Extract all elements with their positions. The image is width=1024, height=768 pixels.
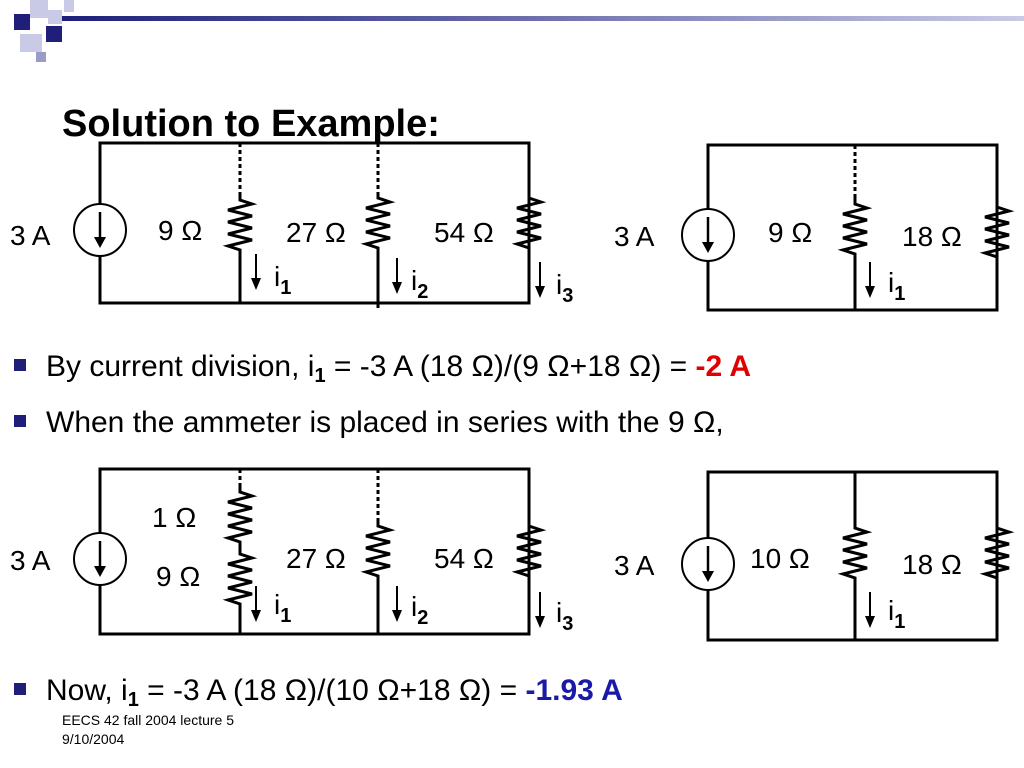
- resistor-icon: [226, 192, 254, 256]
- resistor-label: 9 Ω: [768, 217, 812, 248]
- current-subscript: 3: [562, 613, 573, 635]
- svg-text:i1: i1: [888, 267, 905, 305]
- bullet-square-icon: [14, 683, 26, 695]
- svg-text:i2: i2: [411, 591, 428, 629]
- current-subscript: 1: [894, 283, 905, 305]
- bullet-text: When the ammeter is placed in series wit…: [46, 406, 724, 439]
- resistor-icon: [364, 518, 392, 582]
- bullet-square-icon: [14, 415, 26, 427]
- current-label: i: [556, 269, 562, 300]
- resistor-label: 9 Ω: [156, 561, 200, 592]
- resistor-label: 27 Ω: [286, 543, 346, 574]
- current-arrow-icon: [392, 258, 402, 294]
- footer-date: 9/10/2004: [62, 731, 125, 747]
- resistor-label: 54 Ω: [434, 543, 494, 574]
- current-arrow-icon: [535, 592, 545, 628]
- result-value: -1.93 A: [525, 674, 623, 707]
- resistor-label: 10 Ω: [750, 543, 810, 574]
- source-label: 3 A: [614, 550, 655, 581]
- current-arrow-icon: [865, 592, 875, 628]
- deco-square-light: [30, 0, 48, 18]
- resistor-label: 18 Ω: [902, 221, 962, 252]
- svg-text:i3: i3: [556, 269, 573, 307]
- current-label: i: [411, 591, 417, 622]
- resistor-label: 18 Ω: [902, 549, 962, 580]
- circuit-top-left: 3 A 9 Ω 27 Ω 54 Ω i1 i2 i3: [10, 141, 573, 308]
- current-source-icon: [73, 203, 127, 257]
- current-subscript: 1: [894, 611, 905, 633]
- current-label: i: [888, 595, 894, 626]
- source-label: 3 A: [614, 221, 655, 252]
- footer-course: EECS 42 fall 2004 lecture 5: [62, 712, 234, 728]
- bullet-ammeter: When the ammeter is placed in series wit…: [14, 408, 724, 438]
- current-source-icon: [73, 532, 127, 586]
- deco-square-navy-2: [46, 26, 62, 42]
- bullet-text: = -3 A (18 Ω)/(9 Ω+18 Ω) =: [325, 350, 696, 383]
- current-label: i: [274, 589, 280, 620]
- svg-text:i2: i2: [411, 265, 428, 303]
- resistor-icon: [841, 196, 869, 260]
- deco-square-mid: [36, 52, 46, 62]
- deco-square-light-3: [20, 34, 42, 52]
- resistor-icon: [226, 546, 254, 610]
- slide-title: Solution to Example:: [62, 103, 440, 145]
- circuit-bottom-right: 3 A 10 Ω 18 Ω i1: [614, 470, 1011, 642]
- current-source-icon: [681, 537, 735, 591]
- circuit-top-right: 3 A 9 Ω 18 Ω i1: [614, 143, 1011, 312]
- bullet-text: By current division, i: [46, 350, 315, 383]
- deco-square-light-2: [48, 10, 62, 24]
- current-subscript: 1: [280, 277, 291, 299]
- resistor-label: 1 Ω: [152, 502, 196, 533]
- bullet-text: = -3 A (18 Ω)/(10 Ω+18 Ω) =: [138, 674, 526, 707]
- circuit-bottom-left: 3 A 1 Ω 9 Ω 27 Ω 54 Ω i1 i2 i3: [10, 467, 573, 636]
- source-label: 3 A: [10, 220, 51, 251]
- source-label: 3 A: [10, 545, 51, 576]
- current-subscript: 2: [417, 281, 428, 303]
- resistor-label: 54 Ω: [434, 217, 494, 248]
- deco-square-navy: [14, 14, 30, 30]
- current-arrow-icon: [535, 262, 545, 298]
- current-subscript: 1: [280, 605, 291, 627]
- svg-text:i1: i1: [274, 261, 291, 299]
- resistor-icon: [226, 484, 254, 548]
- bullet-now: Now, i1 = -3 A (18 Ω)/(10 Ω+18 Ω) = -1.9…: [14, 676, 623, 710]
- result-value: -2 A: [695, 350, 752, 383]
- resistor-icon: [364, 190, 392, 254]
- current-arrow-icon: [865, 262, 875, 298]
- bullet-subscript: 1: [314, 365, 326, 387]
- current-label: i: [274, 261, 280, 292]
- deco-square-light-4: [64, 0, 74, 12]
- resistor-label: 9 Ω: [158, 215, 202, 246]
- svg-text:i1: i1: [888, 595, 905, 633]
- svg-text:i1: i1: [274, 589, 291, 627]
- current-label: i: [411, 265, 417, 296]
- bullet-subscript: 1: [127, 689, 139, 711]
- resistor-label: 27 Ω: [286, 217, 346, 248]
- current-source-icon: [681, 208, 735, 262]
- current-arrow-icon: [251, 254, 261, 290]
- current-label: i: [888, 267, 894, 298]
- bullet-square-icon: [14, 359, 26, 371]
- resistor-icon: [841, 520, 869, 584]
- bullet-current-division: By current division, i1 = -3 A (18 Ω)/(9…: [14, 352, 751, 386]
- bullet-text: Now, i: [46, 674, 128, 707]
- current-subscript: 2: [417, 607, 428, 629]
- current-label: i: [556, 597, 562, 628]
- current-arrow-icon: [251, 586, 261, 622]
- header-gradient-line: [62, 16, 1024, 21]
- current-arrow-icon: [392, 586, 402, 622]
- current-subscript: 3: [562, 285, 573, 307]
- svg-text:i3: i3: [556, 597, 573, 635]
- header-decoration: [0, 0, 1024, 70]
- slide-footer: EECS 42 fall 2004 lecture 5 9/10/2004: [62, 711, 234, 749]
